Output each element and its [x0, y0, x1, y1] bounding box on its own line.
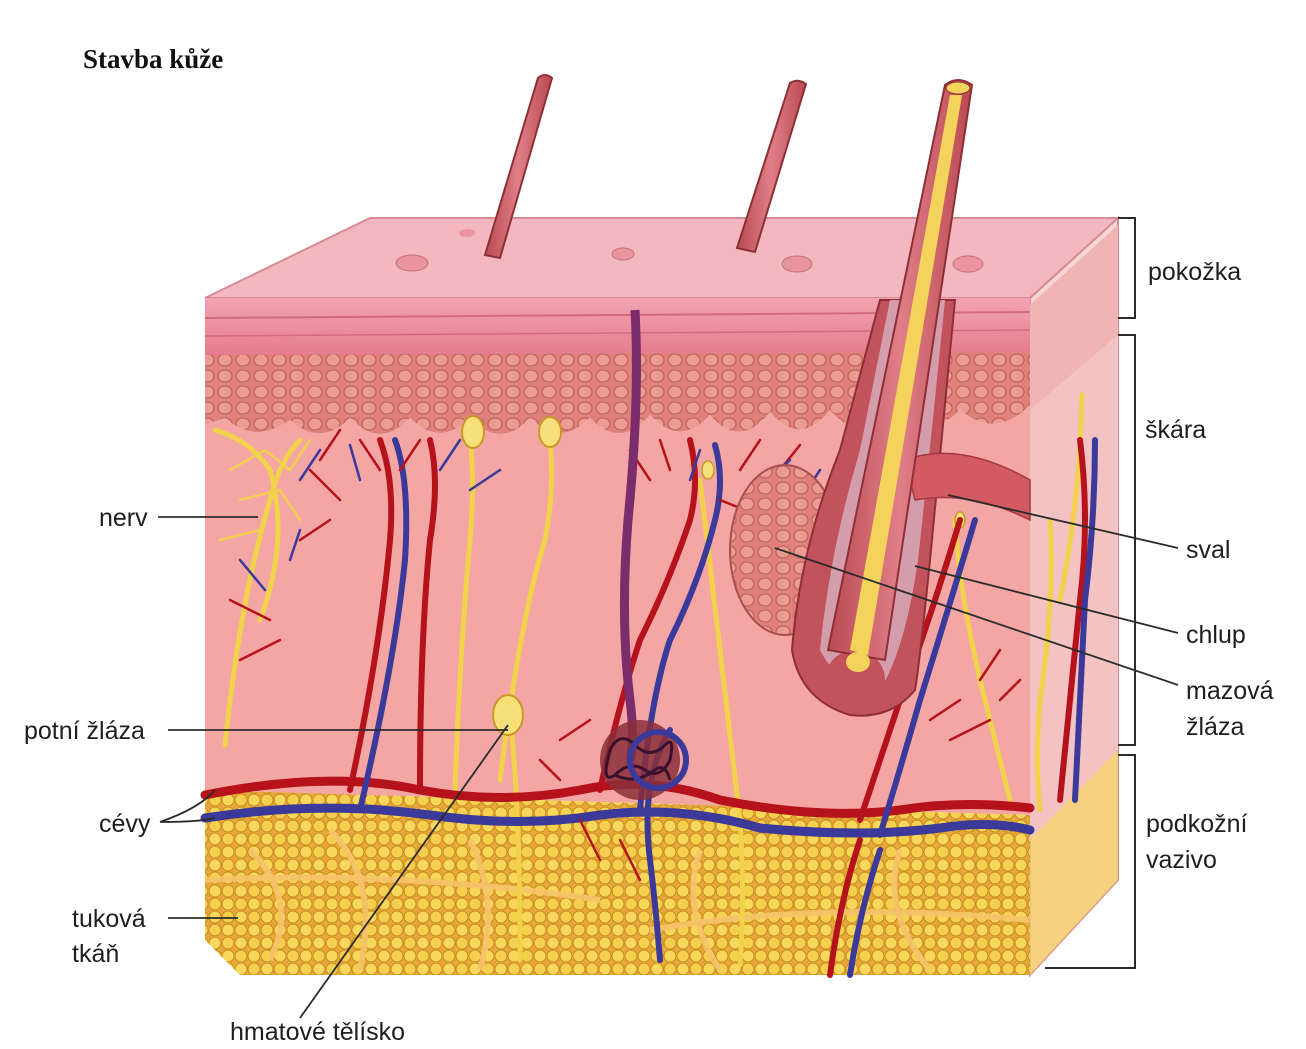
label-cevy: cévy [99, 810, 151, 838]
label-tukova-1: tuková [72, 905, 146, 933]
bracket-skara [1118, 335, 1135, 745]
bracket-pokozka [1118, 218, 1135, 318]
label-tukova-2: tkáň [72, 940, 119, 968]
label-mazova-2: žláza [1186, 713, 1244, 741]
skin-block [205, 218, 1118, 975]
label-hmatove: hmatové tělísko [230, 1018, 405, 1046]
label-pokozka: pokožka [1148, 258, 1241, 286]
label-nerv: nerv [99, 504, 148, 532]
subcutaneous-layer [205, 790, 1030, 975]
label-chlup: chlup [1186, 621, 1246, 649]
label-mazova-1: mazová [1186, 677, 1274, 705]
label-podkozni-2: vazivo [1146, 846, 1217, 874]
diagram-title: Stavba kůže [83, 44, 223, 74]
label-potni-zlaza: potní žláza [24, 717, 145, 745]
label-skara: škára [1145, 416, 1206, 444]
label-sval: sval [1186, 536, 1230, 564]
touch-corpuscle [493, 695, 523, 735]
label-podkozni-1: podkožní [1146, 810, 1248, 838]
skin-surface [205, 218, 1118, 298]
